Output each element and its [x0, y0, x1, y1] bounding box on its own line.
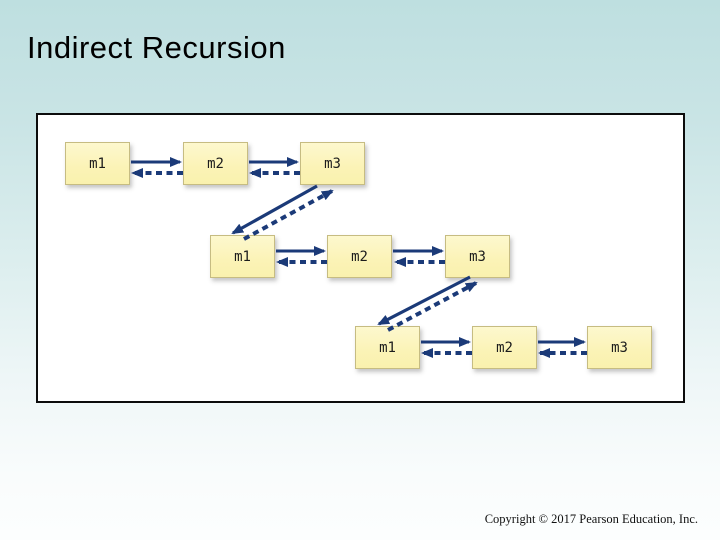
diagram-box-row3-m3: m3 — [587, 326, 652, 369]
box-label: m3 — [469, 248, 486, 265]
box-label: m1 — [379, 339, 396, 356]
box-label: m1 — [234, 248, 251, 265]
box-label: m2 — [351, 248, 368, 265]
diagram-box-row3-m2: m2 — [472, 326, 537, 369]
copyright-text: Copyright © 2017 Pearson Education, Inc. — [484, 512, 698, 526]
diagram-panel: m1 m2 m3 m1 m2 m3 m1 m2 m3 — [36, 113, 685, 403]
diagram-box-row1-m1: m1 — [65, 142, 130, 185]
return-arrow-row3m1-row2m3 — [387, 281, 478, 332]
diagram-box-row1-m2: m2 — [183, 142, 248, 185]
diagram-box-row2-m2: m2 — [327, 235, 392, 278]
diagram-box-row1-m3: m3 — [300, 142, 365, 185]
diagram-box-row2-m3: m3 — [445, 235, 510, 278]
box-label: m3 — [611, 339, 628, 356]
diagram-canvas: m1 m2 m3 m1 m2 m3 m1 m2 m3 — [38, 115, 683, 401]
slide-title: Indirect Recursion — [27, 30, 286, 65]
box-label: m2 — [496, 339, 513, 356]
box-label: m3 — [324, 155, 341, 172]
call-arrow-row1m3-row2m1 — [231, 184, 318, 235]
return-arrow-row2m1-row1m3 — [243, 189, 334, 241]
call-arrow-row2m3-row3m1 — [377, 275, 471, 326]
diagram-box-row2-m1: m1 — [210, 235, 275, 278]
diagram-box-row3-m1: m1 — [355, 326, 420, 369]
box-label: m1 — [89, 155, 106, 172]
box-label: m2 — [207, 155, 224, 172]
